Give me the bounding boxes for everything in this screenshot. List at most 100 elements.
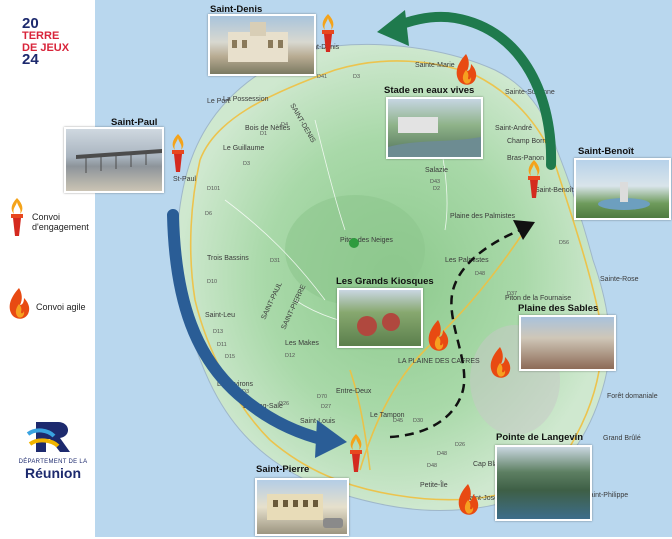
road-number-label: D26 [455,442,465,448]
road-number-label: D48 [437,451,447,457]
road-number-label: D70 [317,394,327,400]
road-number-label: D3 [242,389,249,395]
road-number-label: D2 [433,186,440,192]
road-number-label: D3 [353,74,360,80]
svg-text:Trois Bassins: Trois Bassins [207,255,249,262]
svg-text:Piton des Neiges: Piton des Neiges [340,237,393,244]
terre-de-jeux-logo: 20 TERRE DE JEUX 24 [22,15,70,68]
piton-des-neiges-marker [349,238,359,248]
torch-saint-benoit [528,160,540,198]
svg-text:Sainte-Rose: Sainte-Rose [600,276,639,283]
pier-icon [76,149,162,173]
road-number-label: D48 [475,271,485,277]
svg-text:Sainte-Marie: Sainte-Marie [415,62,455,69]
flame-pointe-de-langevin [458,484,479,515]
road-number-label: D45 [393,418,403,424]
cirques-relief [285,195,425,305]
road-number-label: D13 [213,329,223,335]
torch-icon [11,198,23,236]
road-number-label: D10 [207,279,217,285]
photo-grands-kiosques [337,288,423,348]
svg-text:Les Makes: Les Makes [285,340,319,347]
svg-text:L'Étang-Salé: L'Étang-Salé [243,401,283,410]
road-number-label: D31 [270,258,280,264]
label-plaine-des-sables: Plaine des Sables [518,303,599,314]
road-number-label: D4 [281,122,288,128]
fountain-icon [598,182,650,210]
svg-text:Saint-Denis: Saint-Denis [303,44,340,51]
label-saint-paul: Saint-Paul [111,117,158,128]
svg-text:Le Port: Le Port [207,98,230,105]
svg-text:Saint-André: Saint-André [495,125,532,132]
kiosk-icon [357,313,400,336]
svg-text:LA PLAINE DES CAFRES: LA PLAINE DES CAFRES [398,358,480,365]
road-number-label: D43 [430,179,440,185]
svg-text:Petite-Île: Petite-Île [420,480,448,489]
svg-text:Bras-Panon: Bras-Panon [507,155,544,162]
dashed-route-arrow-head [513,220,535,240]
road-number-label: D11 [217,342,227,348]
torch-saint-denis [322,14,334,52]
road-number-label: D12 [285,353,295,359]
photo-saint-denis [208,14,316,76]
flame-grands-kiosques [428,320,449,351]
blue-arrow-head [315,420,347,458]
label-pointe-de-langevin: Pointe de Langevin [496,432,584,443]
label-saint-benoit: Saint-Benoît [578,146,634,157]
road-number-label: D26 [279,401,289,407]
svg-text:Entre-Deux: Entre-Deux [336,388,372,395]
road-number-label: D3 [243,161,250,167]
svg-text:Champ Borne: Champ Borne [507,138,550,145]
road-number-label: D15 [225,354,235,360]
road-number-label: D56 [559,240,569,246]
building-icon [228,22,288,62]
svg-text:Les Palmistes: Les Palmistes [445,257,489,264]
svg-text:Saint-Joseph: Saint-Joseph [465,495,506,502]
svg-text:Piton de la Fournaise: Piton de la Fournaise [505,295,571,302]
svg-text:Forêt domaniale: Forêt domaniale [607,393,658,400]
green-arrow-head [377,10,409,46]
dashed-route [389,226,526,439]
photo-saint-benoit [574,158,671,220]
flame-plaine-des-sables [490,347,511,378]
torch-saint-pierre [350,434,362,472]
reunion-r-icon [26,422,70,452]
label-saint-denis: Saint-Denis [210,4,263,15]
svg-text:Le Guillaume: Le Guillaume [223,145,264,152]
road-number-label: D27 [321,404,331,410]
svg-text:Plaine des Palmistes: Plaine des Palmistes [450,213,515,220]
stadium-icon [388,117,481,157]
svg-text:Cap Blanc: Cap Blanc [473,461,506,468]
blue-route-arrow [167,209,331,446]
flame-icon [9,288,30,319]
road-number-label: D41 [317,74,327,80]
road-number-label: D48 [427,463,437,469]
flame-stade-eaux-vives [456,54,477,85]
svg-text:Salazie: Salazie [425,167,448,174]
road-number-label: D30 [413,418,423,424]
photo-plaine-des-sables [519,315,616,371]
svg-text:St-Paul: St-Paul [173,176,196,183]
reunion-department-logo: DÉPARTEMENT DE LA Réunion [18,418,88,481]
photo-saint-pierre [255,478,349,536]
photo-saint-paul [64,127,164,193]
svg-text:Sainte-Suzanne: Sainte-Suzanne [505,89,555,96]
label-saint-pierre: Saint-Pierre [256,464,310,475]
photo-stade-eaux-vives [386,97,483,159]
road-number-label: D101 [207,186,220,192]
flame-legend-label: Convoi agile [36,302,86,312]
label-grands-kiosques: Les Grands Kiosques [336,276,434,287]
road-number-label: D1 [260,131,267,137]
photo-pointe-de-langevin [495,445,592,521]
torch-saint-paul [172,134,184,172]
label-stade-eaux-vives: Stade en eaux vives [384,85,475,96]
town-hall-icon [267,494,343,528]
svg-text:Bois de Nèfles: Bois de Nèfles [245,125,291,132]
svg-text:La Possession: La Possession [223,96,269,103]
road-number-label: D37 [507,291,517,297]
svg-text:Saint-Philippe: Saint-Philippe [585,492,628,499]
green-route-arrow [388,11,557,170]
svg-text:Grand Brûlé: Grand Brûlé [603,435,641,442]
